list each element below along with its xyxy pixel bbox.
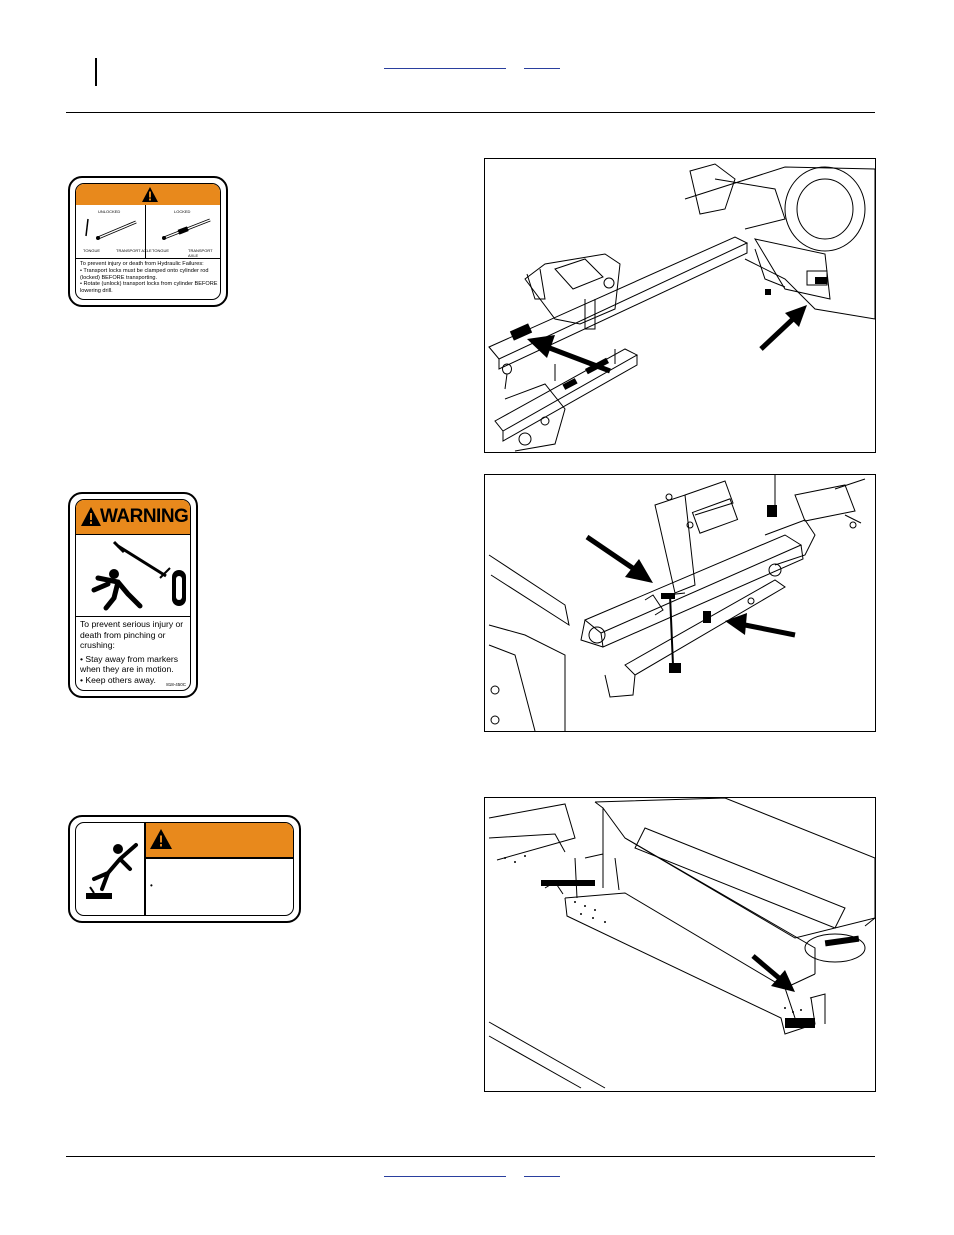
label-unlocked: UNLOCKED (98, 209, 121, 214)
decal-marker-warning-inner: WARNING To prevent serious injury or dea… (75, 499, 191, 691)
figure-seed-box-step (484, 797, 876, 1092)
warning-triangle-icon (142, 187, 158, 202)
header-rule (66, 112, 875, 113)
arrow-step-decal (751, 954, 795, 992)
arrow-arm-decal (725, 613, 796, 638)
figure-marker-cylinder (484, 474, 876, 732)
footer-link-right[interactable] (524, 1176, 560, 1177)
bullet-marker-2: • Keep others away. (80, 674, 156, 685)
header-link-right[interactable] (524, 68, 560, 69)
cylinder-unlocked-illustration (85, 218, 137, 240)
decal-fall-hazard-header (146, 823, 293, 859)
decal-transport-locks-message: To prevent injury or death from Hydrauli… (80, 261, 218, 295)
decal-marker-warning: WARNING To prevent serious injury or dea… (68, 492, 198, 698)
decal-fall-hazard-bullet: • (150, 881, 153, 890)
arrow-tongue-decal (527, 335, 611, 374)
bullet-transport-1: • Transport locks must be clamped onto c… (80, 267, 209, 281)
header-margin-bar (95, 58, 97, 86)
arrow-frame-decal (759, 305, 807, 351)
marker-line-drawing (488, 475, 866, 731)
decal-transport-locks-inner: UNLOCKED LOCKED TONGUE TRANSPORT AXLE TO… (75, 183, 221, 300)
label-axle-left: TRANSPORT AXLE (116, 248, 152, 253)
decal-transport-locks-bottom-rule (76, 258, 220, 259)
decal-fall-hazard: • (68, 815, 301, 923)
figure-hitch-transport-locks (484, 158, 876, 453)
signal-word-warning: WARNING (100, 506, 189, 527)
decal-marker-warning-message: To prevent serious injury or death from … (80, 619, 190, 686)
bullet-transport-2: • Rotate (unlock) transport locks from c… (80, 281, 218, 295)
decal-fall-hazard-inner: • (75, 822, 294, 916)
label-axle-right: TRANSPORT AXLE (188, 248, 213, 258)
footer-link-left[interactable] (384, 1176, 506, 1177)
hitch-line-drawing (488, 163, 875, 452)
decal-marker-warning-rule (76, 616, 190, 617)
warning-triangle-icon (150, 829, 172, 849)
fall-hazard-pictogram (86, 843, 138, 899)
marker-crush-pictogram (91, 540, 186, 611)
cylinder-locked-illustration (162, 218, 211, 240)
label-tongue-left: TONGUE (83, 248, 101, 253)
label-tongue-right: TONGUE (152, 248, 170, 253)
header-link-left[interactable] (384, 68, 506, 69)
label-locked: LOCKED (174, 209, 191, 214)
decal-fall-hazard-divider (144, 823, 146, 915)
decal-transport-locks: UNLOCKED LOCKED TONGUE TRANSPORT AXLE TO… (68, 176, 228, 307)
bullet-marker-1: • Stay away from markers when they are i… (80, 653, 179, 675)
warning-triangle-icon (81, 507, 101, 526)
decal-part-number: 818-450C (166, 682, 186, 687)
decal-transport-locks-divider (145, 205, 146, 258)
arrow-cylinder-decal (585, 534, 653, 583)
seedbox-line-drawing (488, 798, 875, 1089)
footer-rule (66, 1156, 875, 1157)
